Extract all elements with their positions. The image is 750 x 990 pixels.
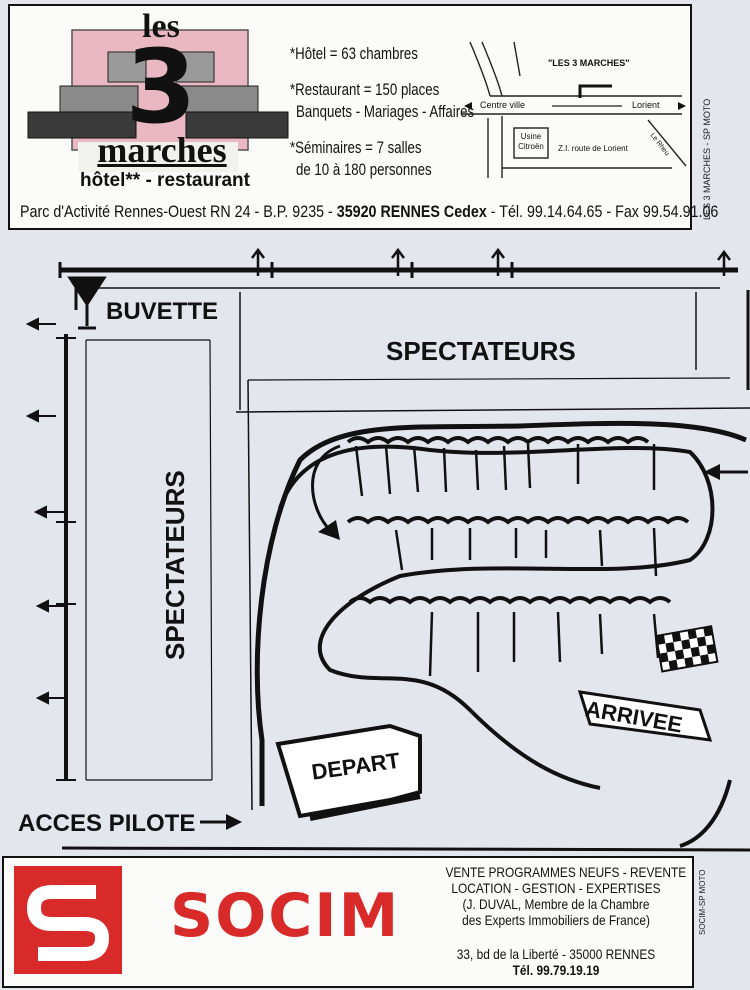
spectators-side-label: SPECTATEURS xyxy=(160,470,190,660)
track-drawing xyxy=(25,247,750,852)
mini-map-usine: Usine Citroën xyxy=(516,132,546,152)
acces-pilote-label: ACCES PILOTE xyxy=(18,810,196,837)
socim-phone: Tél. 99.79.19.19 xyxy=(512,962,600,978)
mini-map-usine-line2: Citroën xyxy=(518,142,544,151)
hotel-side-credit: LES 3 MARCHES - SP MOTO xyxy=(702,98,712,220)
mini-map-usine-line1: Usine xyxy=(520,132,542,141)
info-hotel: *Hôtel = 63 chambres xyxy=(290,44,418,63)
exit-arrows-top xyxy=(251,247,731,276)
buvette-label: BUVETTE xyxy=(106,298,219,325)
info-seminaires: *Séminaires = 7 salles xyxy=(290,138,422,157)
logo-top-text: les xyxy=(142,8,180,45)
socim-address: 33, bd de la Liberté - 35000 RENNES xyxy=(456,946,656,962)
hotel-logo xyxy=(27,29,289,172)
logo-number: 3 xyxy=(125,28,197,147)
cocktail-icon xyxy=(67,276,107,330)
hotel-address-city: 35920 RENNES Cedex xyxy=(336,202,487,221)
track-hatching xyxy=(354,443,660,677)
socim-advertisement: SOCIM VENTE PROGRAMMES NEUFS - REVENTE L… xyxy=(2,856,694,988)
mini-map: "LES 3 MARCHES" Centre ville Lorient Usi… xyxy=(462,40,688,192)
track-map: BUVETTE SPECTATEURS SPECTATEURS ARRIVEE … xyxy=(0,240,750,852)
mini-map-zone: Z.I. route de Lorient xyxy=(558,144,628,153)
info-salles: de 10 à 180 personnes xyxy=(296,160,432,179)
socim-line-1: VENTE PROGRAMMES NEUFS - REVENTE xyxy=(445,864,687,880)
mini-map-drawing xyxy=(462,41,687,178)
mini-map-left-direction: Centre ville xyxy=(480,100,526,110)
socim-logo-icon xyxy=(14,866,122,974)
mini-map-right-direction: Lorient xyxy=(632,100,660,110)
socim-line-3: (J. DUVAL, Membre de la Chambre xyxy=(462,896,650,912)
info-restaurant: *Restaurant = 150 places xyxy=(290,80,440,99)
socim-line-4: des Experts Immobiliers de France) xyxy=(462,912,650,928)
mini-map-place: "LES 3 MARCHES" xyxy=(548,58,630,68)
info-banquets: Banquets - Mariages - Affaires xyxy=(296,102,475,121)
hotel-address: Parc d'Activité Rennes-Ouest RN 24 - B.P… xyxy=(20,202,718,222)
checkered-flag-icon xyxy=(654,625,719,673)
hotel-address-plain: Parc d'Activité Rennes-Ouest RN 24 - B.P… xyxy=(20,202,337,221)
socim-line-2: LOCATION - GESTION - EXPERTISES xyxy=(451,880,661,896)
hotel-address-phone: - Tél. 99.14.64.65 - Fax 99.54.91.06 xyxy=(486,202,719,221)
exit-arrows-left xyxy=(25,317,66,705)
socim-brand: SOCIM xyxy=(170,881,401,951)
hotel-subtitle: hôtel** - restaurant xyxy=(80,170,250,191)
spectators-top-label: SPECTATEURS xyxy=(386,336,576,366)
socim-side-credit: SOCIM-SP MOTO xyxy=(698,869,707,936)
logo-word: marches xyxy=(97,130,227,170)
hotel-advertisement: les 3 marches hôtel** - restaurant *Hôte… xyxy=(8,4,718,230)
